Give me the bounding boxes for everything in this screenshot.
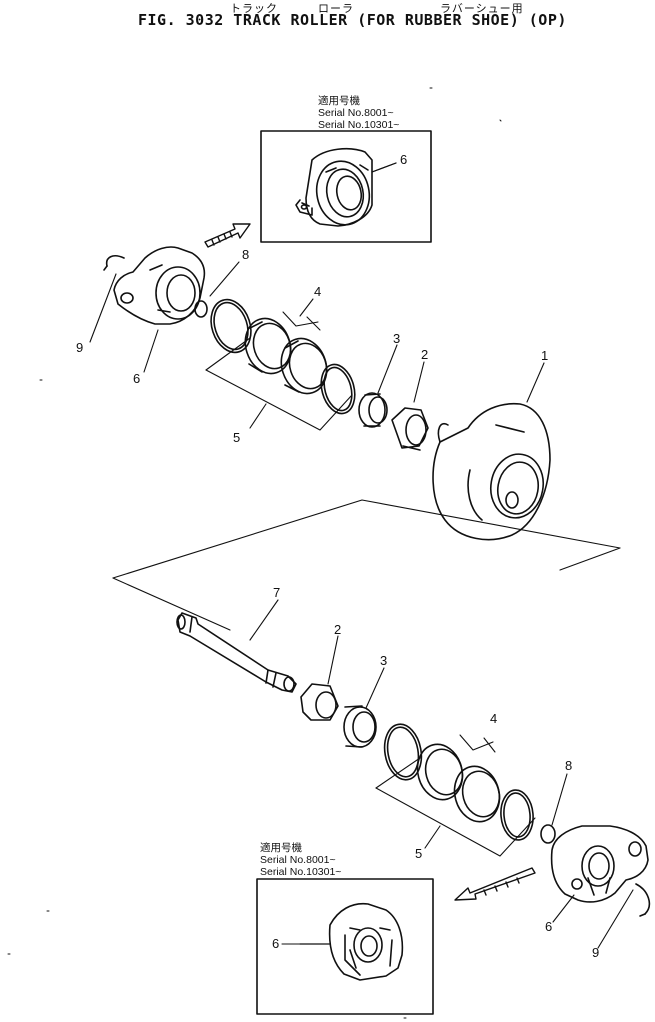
- jp-label-rubber-shoe: ラバーシュー用: [440, 2, 524, 15]
- collar-upper: [392, 408, 428, 450]
- small-oring-upper: [195, 301, 207, 317]
- floating-seal-lower: [412, 739, 506, 826]
- bracket-5-lower: [376, 735, 535, 856]
- floating-seal-upper: [238, 313, 333, 400]
- inset-top-serial-1: Serial No.8001~: [318, 107, 394, 119]
- large-oring-right-lower: [499, 789, 535, 842]
- circlip-upper: [104, 256, 124, 270]
- leader-inset-top: [372, 163, 396, 172]
- inset-bottom-serial-2: Serial No.10301~: [260, 866, 342, 878]
- print-specks: [8, 88, 501, 1018]
- callout-upper-collar: 2: [421, 347, 429, 362]
- callout-upper-seal-group: 5: [233, 430, 241, 445]
- inset-top-note: 適用号機: [318, 95, 360, 107]
- bearing-housing-lower: [552, 826, 648, 902]
- bushing-upper: [359, 393, 387, 427]
- inset-bottom-frame: [257, 879, 433, 1014]
- callout-upper-small-oring: 8: [242, 247, 250, 262]
- assembly-link-lines: [113, 500, 620, 630]
- figure-title: FIG. 3032 TRACK ROLLER (FOR RUBBER SHOE)…: [138, 11, 567, 29]
- track-roller: [433, 404, 550, 540]
- callout-lower-circlip: 9: [592, 945, 600, 960]
- callout-lower-small-oring: 8: [565, 758, 573, 773]
- arrow-to-inset-top: [205, 224, 250, 247]
- bushing-lower: [344, 706, 376, 747]
- inset-bottom-serial-1: Serial No.8001~: [260, 854, 336, 866]
- large-oring-left-upper: [205, 294, 258, 357]
- callout-upper-floating-seal: 4: [314, 284, 322, 299]
- large-oring-left-lower: [380, 721, 425, 782]
- jp-label-roller: ローラ: [318, 2, 354, 15]
- callout-lower-bushing: 3: [380, 653, 388, 668]
- bracket-5-upper: [206, 312, 352, 430]
- callout-inset-bottom-part: 6: [272, 936, 280, 951]
- callout-inset-top-part: 6: [400, 152, 408, 167]
- callout-upper-circlip: 9: [76, 340, 84, 355]
- inset-top-bearing-housing-illustration: [296, 149, 396, 230]
- inset-top-frame: [261, 131, 431, 242]
- small-oring-lower: [541, 825, 555, 843]
- bearing-housing-upper: [114, 247, 204, 324]
- inset-top-serial-2: Serial No.10301~: [318, 119, 400, 131]
- callout-shaft: 7: [273, 585, 281, 600]
- inset-bottom-note: 適用号機: [260, 842, 302, 854]
- callout-lower-collar: 2: [334, 622, 342, 637]
- inset-bottom-bearing-housing-illustration: [300, 904, 402, 980]
- collar-lower: [301, 684, 338, 720]
- callout-lower-floating-seal: 4: [490, 711, 498, 726]
- large-oring-right-upper: [316, 361, 360, 418]
- shaft: [177, 613, 296, 692]
- leader-lines: [90, 262, 633, 948]
- callout-roller: 1: [541, 348, 549, 363]
- callout-lower-seal-group: 5: [415, 846, 423, 861]
- arrow-to-inset-bottom: [455, 868, 535, 900]
- jp-label-track: トラック: [230, 2, 278, 15]
- callout-upper-bushing: 3: [393, 331, 401, 346]
- circlip-lower: [636, 884, 649, 916]
- callout-upper-housing: 6: [133, 371, 141, 386]
- callout-lower-housing: 6: [545, 919, 553, 934]
